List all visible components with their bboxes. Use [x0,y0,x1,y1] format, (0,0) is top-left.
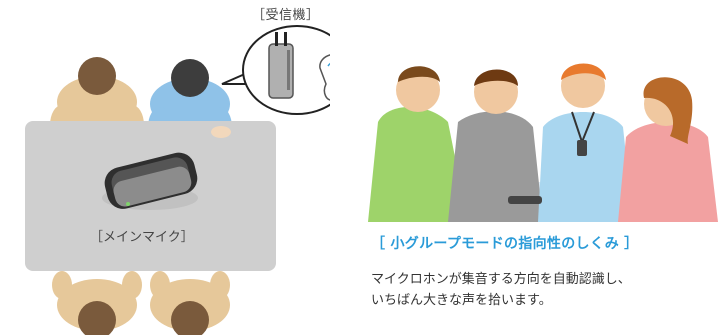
person-bottom-left [52,271,142,335]
group-conversation-illustration [368,63,718,222]
description-line-1: マイクロホンが集音する方向を自動認識し、 [371,272,631,287]
table-illustration [25,25,330,335]
receiver-label: ［受信機］ [252,8,320,23]
mode-description: マイクロホンが集音する方向を自動認識し、 いちばん大きな声を拾います。 [371,269,721,311]
main-microphone-device [102,152,198,210]
person-green [368,66,468,222]
mode-title: ［ 小グループモードの指向性のしくみ ］ [371,236,639,252]
table-microphone [508,196,542,204]
main-mic-label: ［メインマイク］ [90,230,194,245]
person-light-blue [538,63,633,222]
description-line-2: いちばん大きな声を拾います。 [371,293,552,308]
person-pink [618,77,718,222]
person-gray [448,69,543,222]
receiver-bubble [221,25,330,115]
person-bottom-right [150,271,230,335]
